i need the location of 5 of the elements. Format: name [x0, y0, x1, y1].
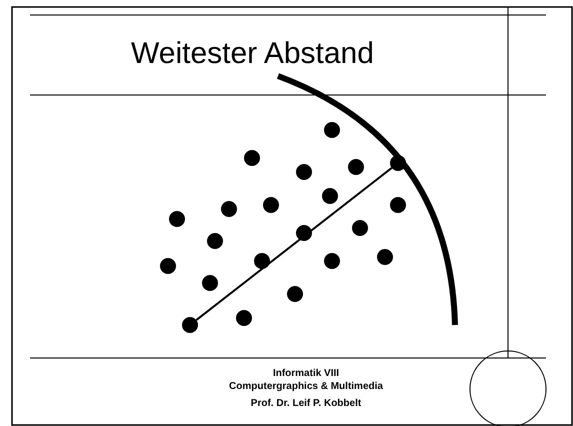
slide-title: Weitester Abstand: [131, 36, 374, 72]
footer-text: Prof. Dr. Leif P. Kobbelt: [250, 398, 362, 410]
footer-text: Computergraphics & Multimedia: [228, 381, 384, 393]
connecting-line: [196, 167, 392, 321]
footer-text: Informatik VIII: [272, 368, 340, 380]
